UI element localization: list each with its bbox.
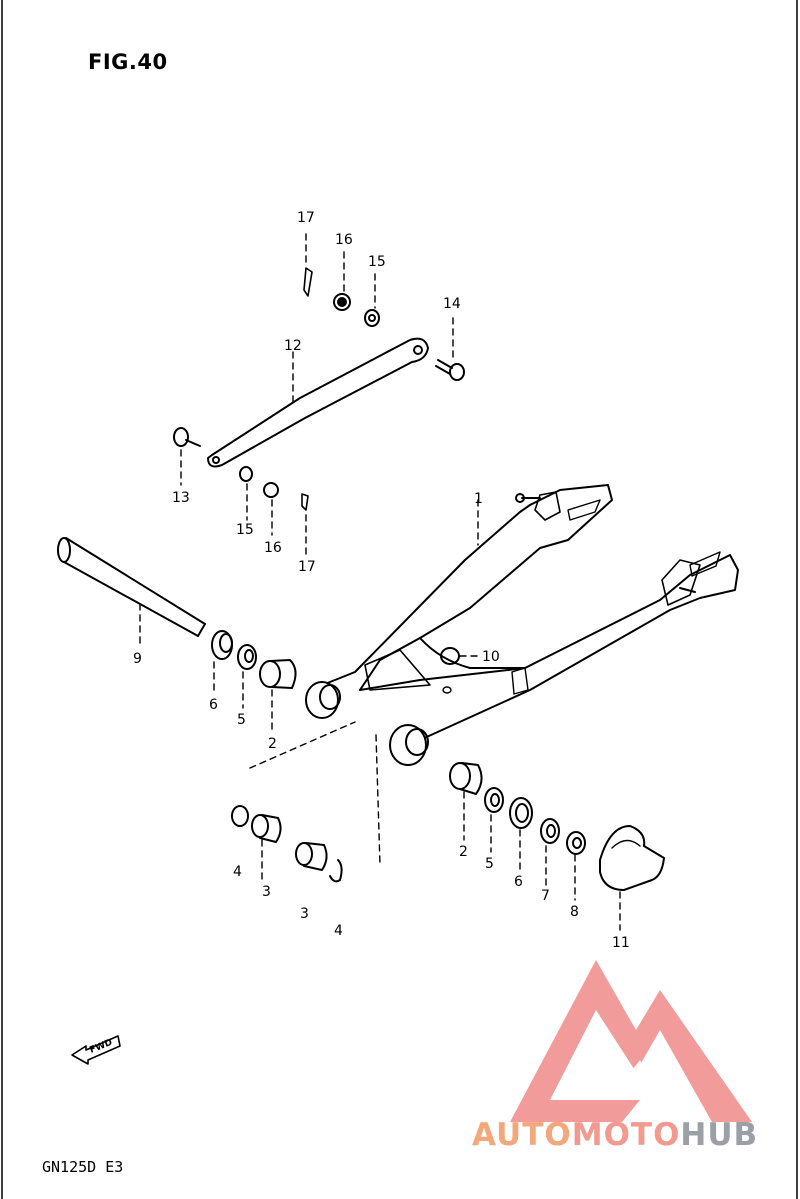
callout-2-left: 2 (268, 736, 277, 752)
callout-13: 13 (172, 490, 190, 506)
assembly-lines (139, 233, 621, 931)
washer-part-7 (540, 818, 560, 844)
callout-4-right: 4 (334, 923, 343, 939)
callout-2-right: 2 (459, 844, 468, 860)
callout-numbers: 17 16 15 14 12 13 15 16 17 1 9 10 6 5 2 … (88, 210, 629, 1056)
bushing-part-2-right (449, 762, 483, 795)
model-code-label: GN125D E3 (42, 1158, 124, 1176)
callout-16-bottom: 16 (264, 540, 282, 556)
bushing-part-3-right (295, 842, 328, 871)
callout-1: 1 (474, 491, 483, 507)
callout-9: 9 (133, 651, 142, 667)
watermark-wordmark: AUTOMOTOHUB (472, 1117, 758, 1153)
callout-7: 7 (541, 888, 550, 904)
callout-5-right: 5 (485, 856, 494, 872)
figure-title: FIG.40 (88, 50, 168, 74)
washer-part-15-bottom (239, 466, 253, 482)
pivot-shaft-part-9 (57, 537, 206, 637)
circlip-part-4-left (231, 805, 249, 827)
callout-14: 14 (443, 296, 461, 312)
callout-6-left: 6 (209, 697, 218, 713)
circlip-part-4-right (329, 859, 343, 883)
swing-arm-part-1 (305, 484, 739, 766)
forward-arrow-icon (71, 1035, 121, 1065)
callout-5-left: 5 (237, 712, 246, 728)
watermark-logo (510, 960, 752, 1122)
callout-12: 12 (284, 338, 302, 354)
bushing-part-2-left (259, 659, 297, 689)
washer-part-5-right (484, 787, 504, 813)
cotter-pin-part-17-top (303, 267, 313, 297)
bolt-part-14 (435, 359, 465, 381)
fwd-label: FWD (88, 1038, 114, 1056)
torque-link-part-12 (207, 337, 429, 468)
callout-10: 10 (482, 649, 500, 665)
callout-17-top: 17 (297, 210, 315, 226)
watermark-word-part3: HUB (680, 1117, 759, 1153)
callout-6-right: 6 (514, 874, 523, 890)
callout-3-right: 3 (300, 906, 309, 922)
bushing-part-3-left (251, 814, 282, 843)
nut-part-10 (440, 647, 460, 665)
chain-guard-part-11 (599, 825, 665, 891)
callout-8: 8 (570, 904, 579, 920)
cotter-pin-part-17-bottom (301, 493, 309, 511)
callout-11: 11 (612, 935, 630, 951)
watermark-word-part1: AUTO (472, 1117, 572, 1153)
nut-part-16-bottom (263, 482, 279, 498)
callout-17-bottom: 17 (298, 559, 316, 575)
callout-16-top: 16 (335, 232, 353, 248)
callout-4-left: 4 (233, 864, 242, 880)
spacer-part-6-right (509, 797, 533, 829)
watermark-word-part2: MOTO (571, 1117, 681, 1153)
callout-15-bottom: 15 (236, 522, 254, 538)
nut-part-16-top (333, 293, 351, 311)
callout-15-top: 15 (368, 254, 386, 270)
spacer-part-6-left (211, 630, 233, 660)
washer-part-5-left (237, 644, 257, 670)
nut-part-8 (566, 831, 586, 855)
washer-part-15-top (364, 309, 380, 327)
bolt-part-13 (173, 427, 201, 447)
callout-3-left: 3 (262, 884, 271, 900)
